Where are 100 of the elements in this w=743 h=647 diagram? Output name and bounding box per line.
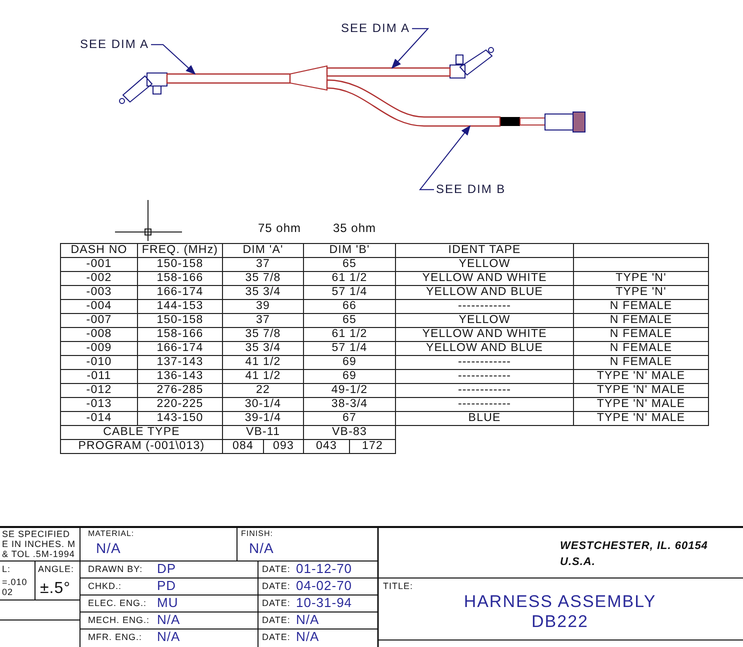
cell-text: 144-153: [156, 300, 204, 312]
callout-text: SEE DIM B: [436, 183, 506, 196]
cable: [166, 73, 291, 84]
field-label: FINISH:: [241, 530, 273, 539]
cell-text: 61 1/2: [332, 328, 368, 340]
cell-text: ------------: [458, 398, 512, 410]
field-label: DATE:: [262, 616, 290, 626]
cell-text: YELLOW AND WHITE: [422, 328, 547, 340]
cable: [326, 67, 451, 77]
cell-text: 65: [342, 314, 357, 326]
cell-text: -012: [86, 384, 112, 396]
column-header: IDENT TAPE: [448, 244, 521, 256]
cell-text: 35 3/4: [245, 342, 281, 354]
cell-text: -003: [86, 286, 112, 298]
impedance-label: 35 ohm: [333, 222, 376, 236]
cell-text: 30-1/4: [244, 398, 282, 410]
cell-text: 172: [362, 440, 384, 452]
field-label: TITLE:: [383, 582, 414, 592]
cell-text: 137-143: [156, 356, 204, 368]
cell-text: 158-166: [156, 272, 204, 284]
cell-text: 69: [342, 356, 357, 368]
tolerance-note: SE SPECIFIED E IN INCHES. M & TOL .5M-1994: [2, 530, 77, 560]
cell-text: -001: [86, 258, 112, 270]
cell-text: -014: [86, 412, 112, 424]
cell-text: 220-225: [156, 398, 204, 410]
cell-text: TYPE 'N' MALE: [596, 370, 686, 382]
address-text: WESTCHESTER, IL. 60154: [560, 540, 708, 552]
cell-text: 39-1/4: [244, 412, 282, 424]
cell-text: 69: [342, 370, 357, 382]
cell-text: -002: [86, 272, 112, 284]
cell-text: N FEMALE: [610, 356, 672, 368]
field-label: MATERIAL:: [88, 530, 134, 539]
column-header: FREQ. (MHz): [142, 244, 218, 256]
field-label: MECH. ENG.:: [88, 616, 150, 626]
cell-text: N FEMALE: [610, 342, 672, 354]
cell-text: YELLOW AND BLUE: [426, 286, 544, 298]
field-value: N/A: [157, 630, 180, 644]
cell-text: -013: [86, 398, 112, 410]
cell-text: 41 1/2: [245, 356, 281, 368]
field-value: N/A: [296, 613, 320, 628]
field-value: PD: [157, 579, 176, 594]
field-label: ANGLE:: [38, 565, 74, 575]
field-label: MFR. ENG.:: [88, 633, 142, 643]
field-value: N/A: [157, 613, 180, 628]
field-label: CHKD.:: [88, 582, 122, 592]
cell-text: TYPE 'N': [616, 286, 666, 298]
cell-text: 158-166: [156, 328, 204, 340]
field-value: 10-31-94: [296, 596, 352, 610]
cell-text: 35 3/4: [245, 286, 281, 298]
cell-text: 166-174: [156, 286, 204, 298]
field-value: N/A: [296, 630, 320, 644]
cell-text: -009: [86, 342, 112, 354]
field-value: 04-02-70: [296, 579, 352, 594]
callout-text: SEE DIM A: [341, 22, 410, 36]
cell-text: 38-3/4: [331, 398, 368, 410]
callout-text: SEE DIM A: [80, 38, 150, 52]
cell-text: 37: [256, 314, 270, 326]
field-value: DP: [157, 562, 176, 576]
cell-text: 043: [316, 440, 338, 452]
column-header: DIM 'A': [242, 244, 284, 256]
field-label: DATE:: [262, 582, 290, 592]
cell-text: -008: [86, 328, 112, 340]
leader-line: [150, 44, 196, 75]
tolerance-note: =.010 02: [2, 578, 28, 598]
cell-text: CABLE TYPE: [103, 426, 180, 438]
cell-text: 276-285: [156, 384, 204, 396]
cell-text: 37: [256, 258, 270, 270]
cell-text: 136-143: [156, 370, 204, 382]
field-value: MU: [157, 596, 178, 610]
cell-text: TYPE 'N' MALE: [596, 384, 686, 396]
cell-text: 66: [342, 300, 357, 312]
column-header: DASH NO: [70, 244, 128, 256]
field-label: DRAWN BY:: [88, 565, 143, 575]
cell-text: BLUE: [468, 412, 501, 424]
field-label: ELEC. ENG.:: [88, 599, 147, 609]
field-label: DATE:: [262, 633, 290, 643]
leader-line: [418, 125, 471, 190]
field-label: DATE:: [262, 599, 290, 609]
cell-text: 57 1/4: [332, 286, 368, 298]
field-value: N/A: [96, 541, 121, 556]
cell-text: 67: [342, 412, 357, 424]
tolerance-note: ±.5°: [40, 580, 71, 598]
cell-text: VB-11: [246, 426, 280, 438]
cell-text: 143-150: [156, 412, 204, 424]
field-label: L:: [2, 565, 11, 575]
cell-text: ------------: [458, 384, 512, 396]
impedance-label: 75 ohm: [258, 222, 302, 236]
cell-text: YELLOW: [458, 258, 510, 270]
field-value: N/A: [249, 541, 274, 556]
cell-text: 22: [256, 384, 270, 396]
cell-text: PROGRAM (-001\013): [78, 440, 205, 452]
cell-text: ------------: [458, 370, 512, 382]
cell-text: 150-158: [156, 258, 204, 270]
cell-text: YELLOW AND WHITE: [422, 272, 547, 284]
address-text: U.S.A.: [560, 556, 596, 568]
cell-text: N FEMALE: [610, 300, 672, 312]
cell-text: -004: [86, 300, 112, 312]
leader-line: [391, 28, 430, 69]
cell-text: 093: [273, 440, 294, 452]
cell-text: VB-83: [332, 426, 367, 438]
